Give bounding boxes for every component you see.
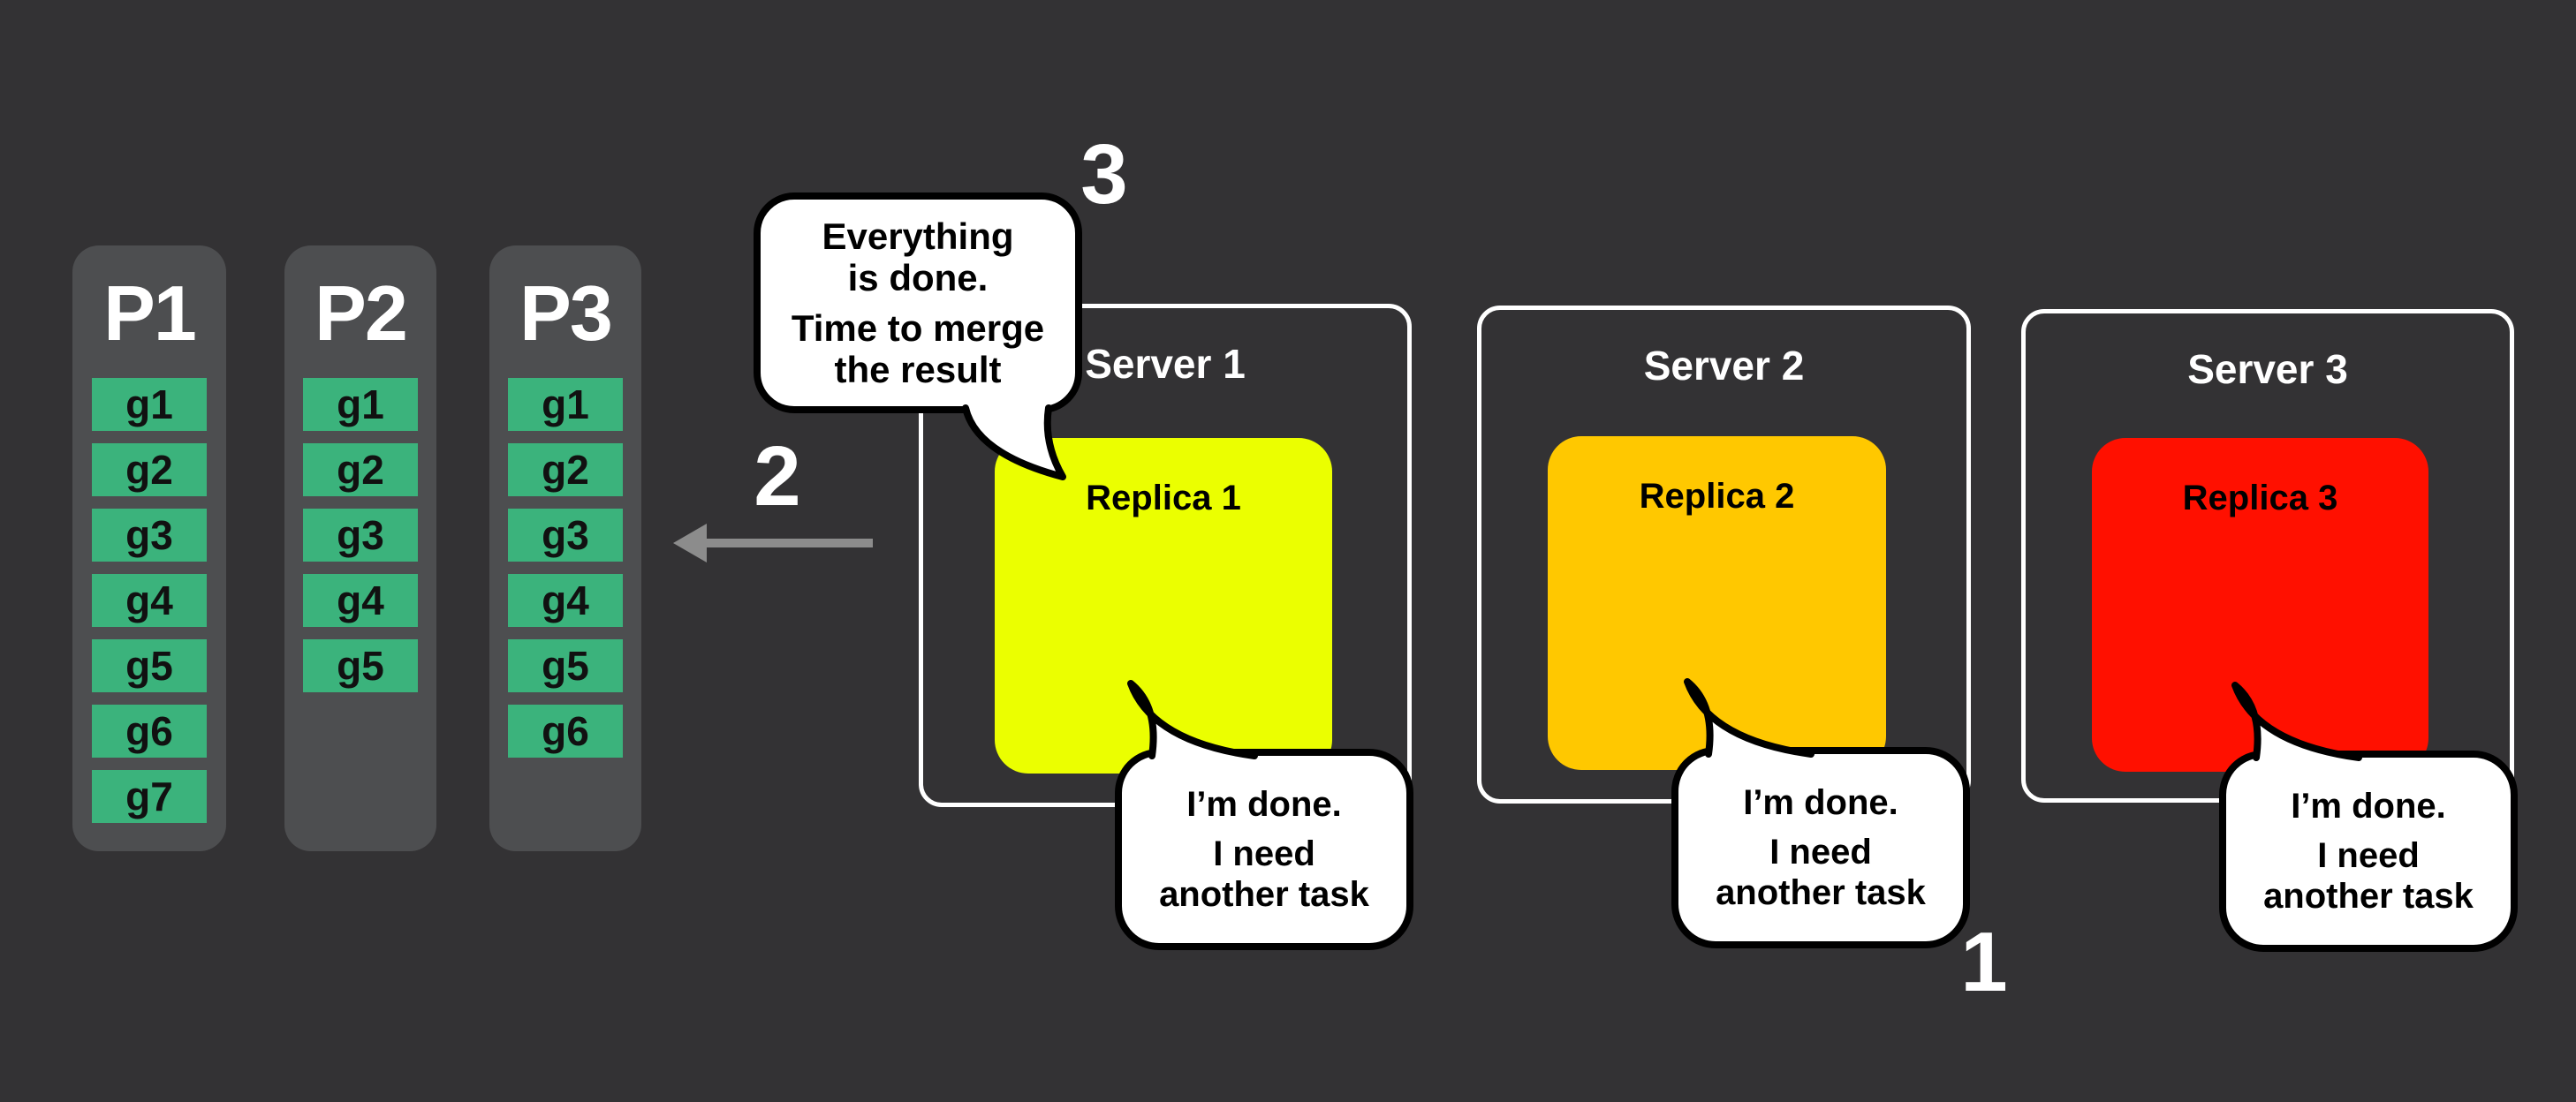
task-cell: g4 <box>303 574 418 627</box>
done-bubble-tail-2 <box>1684 678 1815 777</box>
task-cell: g6 <box>508 705 623 758</box>
done-bubble-tail-1 <box>1127 680 1258 779</box>
task-cell: g2 <box>303 443 418 496</box>
partition-column-p2: P2 g1 g2 g3 g4 g5 <box>284 245 436 851</box>
replica-label: Replica 1 <box>1086 479 1241 517</box>
task-cell: g3 <box>303 509 418 562</box>
cell-list: g1 g2 g3 g4 g5 <box>284 378 436 705</box>
server-title: Server 1 <box>1085 341 1246 387</box>
done-bubble-tail-3 <box>2231 682 2362 781</box>
task-cell: g3 <box>508 509 623 562</box>
done-bubble-line: I’m done. <box>1743 783 1898 822</box>
task-cell: g4 <box>508 574 623 627</box>
done-bubble-line: another task <box>2263 877 2474 916</box>
done-bubble-line: I’m done. <box>1186 785 1342 824</box>
step-label-1: 1 <box>1960 915 2008 1009</box>
server-title: Server 3 <box>2187 346 2348 392</box>
done-speech-bubble-3: I’m done. I need another task <box>2219 751 2518 952</box>
replica-box-1: Replica 1 <box>995 438 1332 774</box>
replica-label: Replica 3 <box>2182 479 2338 517</box>
task-cell: g5 <box>92 639 207 692</box>
done-speech-bubble-2: I’m done. I need another task <box>1671 747 1970 948</box>
step-label-3: 3 <box>1080 127 1128 222</box>
merge-bubble-line: the result <box>834 349 1002 391</box>
task-cell: g6 <box>92 705 207 758</box>
merge-bubble-tail <box>962 385 1066 480</box>
merge-bubble-line: Time to merge <box>791 307 1045 349</box>
task-cell: g1 <box>508 378 623 431</box>
replica-box-2: Replica 2 <box>1548 436 1886 770</box>
done-bubble-line: I need <box>2317 836 2420 875</box>
done-bubble-line: I’m done. <box>2291 787 2446 826</box>
task-cell: g1 <box>303 378 418 431</box>
partition-title: P3 <box>519 269 613 357</box>
server-title: Server 2 <box>1643 343 1805 389</box>
task-cell: g2 <box>92 443 207 496</box>
done-bubble-line: I need <box>1769 833 1872 872</box>
done-bubble-line: I need <box>1213 834 1315 873</box>
merge-speech-bubble: Everything is done. Time to merge the re… <box>754 192 1082 413</box>
replica-box-3: Replica 3 <box>2092 438 2428 772</box>
cell-list: g1 g2 g3 g4 g5 g6 <box>489 378 641 770</box>
partition-title: P2 <box>314 269 408 357</box>
task-cell: g5 <box>508 639 623 692</box>
merge-bubble-line: is done. <box>847 256 989 298</box>
task-cell: g1 <box>92 378 207 431</box>
partition-title: P1 <box>103 269 197 357</box>
left-arrow-icon <box>673 524 873 562</box>
partition-column-p3: P3 g1 g2 g3 g4 g5 g6 <box>489 245 641 851</box>
task-cell: g3 <box>92 509 207 562</box>
partition-column-p1: P1 g1 g2 g3 g4 g5 g6 g7 <box>72 245 226 851</box>
server-box-3: Server 3 <box>2021 309 2514 803</box>
task-cell: g5 <box>303 639 418 692</box>
done-bubble-line: another task <box>1716 873 1926 912</box>
cell-list: g1 g2 g3 g4 g5 g6 g7 <box>72 378 226 835</box>
merge-bubble-line: Everything <box>822 215 1014 257</box>
step-label-2: 2 <box>754 429 801 524</box>
done-speech-bubble-1: I’m done. I need another task <box>1115 749 1413 950</box>
replica-label: Replica 2 <box>1639 477 1795 516</box>
task-cell: g4 <box>92 574 207 627</box>
task-cell: g2 <box>508 443 623 496</box>
task-cell: g7 <box>92 770 207 823</box>
done-bubble-line: another task <box>1159 875 1369 914</box>
